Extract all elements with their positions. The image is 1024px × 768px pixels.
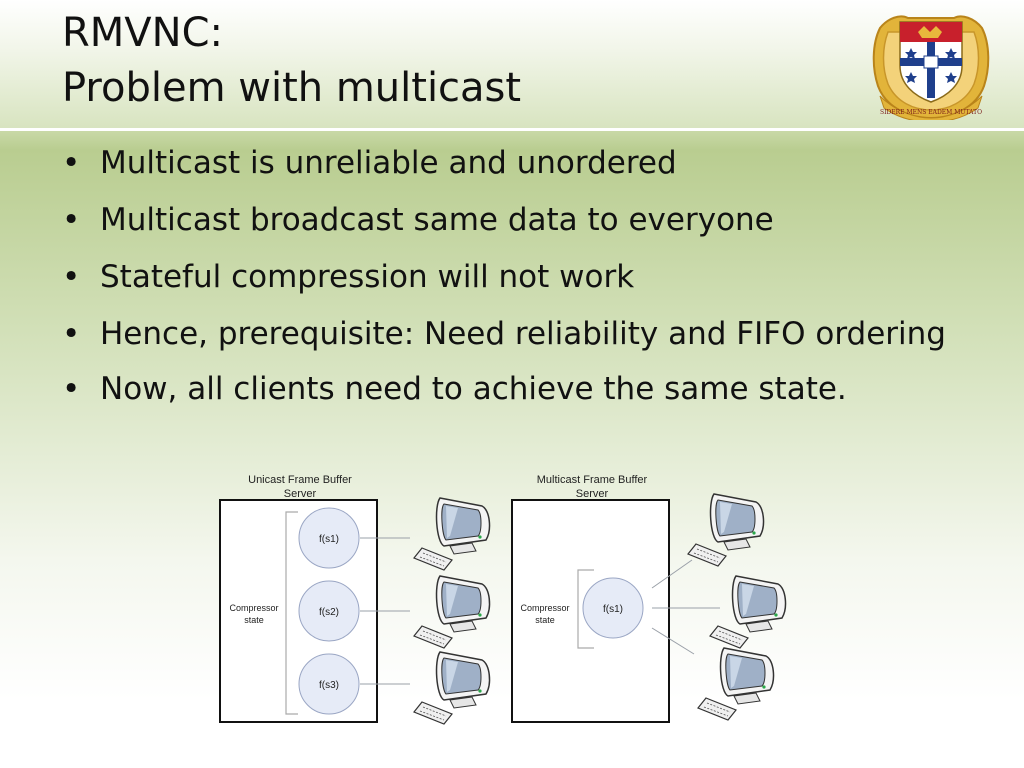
unicast-state-label-line-2: state (244, 615, 264, 625)
unicast-state-bracket (285, 511, 298, 715)
client-computer-icon (413, 651, 491, 725)
title-band (0, 0, 1024, 128)
client-computer-icon (413, 575, 491, 649)
unicast-server: Unicast Frame Buffer Server Compressor s… (219, 474, 378, 723)
bullet-item: • Stateful compression will not work (58, 257, 958, 297)
bullet-item: • Multicast broadcast same data to everyo… (58, 200, 958, 240)
bullet-text: Multicast broadcast same data to everyon… (100, 202, 774, 238)
multicast-title-line-1: Multicast Frame Buffer (537, 474, 648, 486)
slide-title: RMVNC: Problem with multicast (62, 6, 521, 116)
unicast-title-line-2: Server (284, 488, 317, 500)
slide-title-line-1: RMVNC: (62, 10, 223, 56)
bullet-dot-icon: • (62, 259, 81, 295)
bullet-item: • Hence, prerequisite: Need reliability a… (58, 314, 958, 354)
state-node-label: f(s2) (319, 607, 339, 618)
state-node-label: f(s3) (319, 680, 339, 691)
state-node-label: f(s1) (603, 604, 623, 615)
client-computer-icon (687, 493, 765, 567)
state-node (582, 577, 644, 639)
crest-motto: SIDERE MENS EADEM MUTATO (880, 109, 982, 116)
bullet-item: • Multicast is unreliable and unordered (58, 143, 958, 183)
bullet-dot-icon: • (62, 316, 81, 352)
state-node (298, 507, 360, 569)
bullet-item: • Now, all clients need to achieve the sa… (58, 369, 958, 409)
state-node-label: f(s1) (319, 534, 339, 545)
bullet-dot-icon: • (62, 202, 81, 238)
multicast-server: Multicast Frame Buffer Server Compressor… (511, 474, 670, 723)
state-node (298, 580, 360, 642)
multicast-state-bracket (577, 569, 594, 649)
frame-buffer-diagram: Unicast Frame Buffer Server Compressor s… (219, 474, 787, 725)
bullet-dot-icon: • (62, 145, 81, 181)
unicast-state-label-line-1: Compressor (229, 603, 278, 613)
bullet-list: • Multicast is unreliable and unordered •… (58, 143, 958, 426)
client-computer-icon (413, 497, 491, 571)
multicast-state-label-line-1: Compressor (520, 603, 569, 613)
client-computer-icon (709, 575, 787, 649)
bullet-text: Now, all clients need to achieve the sam… (100, 371, 847, 407)
state-node (298, 653, 360, 715)
bullet-text: Hence, prerequisite: Need reliability an… (100, 316, 946, 352)
connection-line (651, 559, 693, 589)
connection-line (651, 627, 695, 655)
bullet-text: Multicast is unreliable and unordered (100, 145, 677, 181)
multicast-title-line-2: Server (576, 488, 609, 500)
multicast-state-label-line-2: state (535, 615, 555, 625)
client-computer-icon (697, 647, 775, 721)
bullet-text: Stateful compression will not work (100, 259, 635, 295)
bullet-dot-icon: • (62, 371, 81, 407)
university-crest-logo: SIDERE MENS EADEM MUTATO (872, 15, 990, 120)
unicast-title-line-1: Unicast Frame Buffer (248, 474, 352, 486)
slide-title-line-2: Problem with multicast (62, 65, 522, 111)
title-divider (0, 128, 1024, 131)
